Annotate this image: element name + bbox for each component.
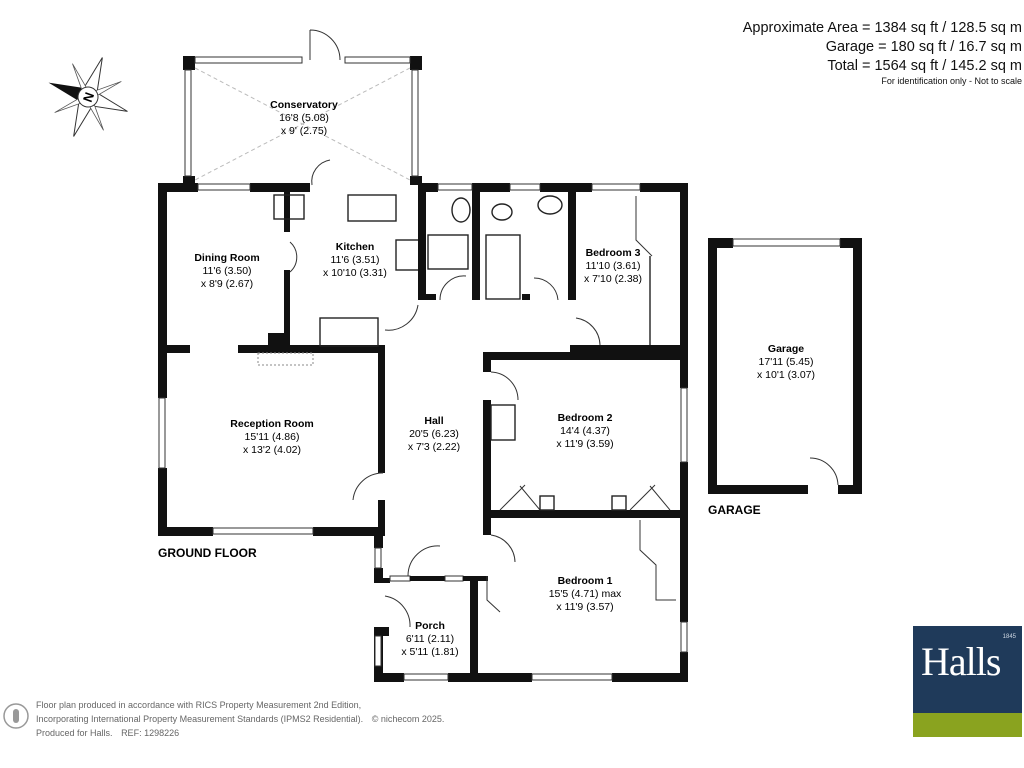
porch-name: Porch bbox=[415, 620, 445, 632]
bedroom3-dim-2: x 7'10 (2.38) bbox=[584, 273, 642, 285]
footer-copyright: © nichecom 2025. bbox=[371, 714, 445, 724]
garage-dim-1: 17'11 (5.45) bbox=[759, 356, 814, 368]
approximate-area: Approximate Area = 1384 sq ft / 128.5 sq… bbox=[742, 20, 1022, 36]
reception-name: Reception Room bbox=[230, 418, 313, 430]
footer-ref: REF: 1298226 bbox=[121, 728, 180, 738]
garage-area: Garage = 180 sq ft / 16.7 sq m bbox=[825, 39, 1022, 55]
reception-dim-2: x 13'2 (4.02) bbox=[243, 444, 301, 456]
hall-dim-2: x 7'3 (2.22) bbox=[408, 441, 460, 453]
bedroom1-dim-2: x 11'9 (3.57) bbox=[556, 601, 613, 613]
halls-logo-year: 1845 bbox=[1002, 634, 1016, 640]
garage-floor-label: GARAGE bbox=[708, 503, 761, 517]
dining-name: Dining Room bbox=[194, 252, 259, 264]
ground-floor-label: GROUND FLOOR bbox=[158, 546, 257, 560]
total-area: Total = 1564 sq ft / 145.2 sq m bbox=[827, 58, 1022, 74]
scale-note: For identification only - Not to scale bbox=[881, 76, 1022, 86]
kitchen-dim-1: 11'6 (3.51) bbox=[330, 254, 379, 266]
bedroom3-dim-1: 11'10 (3.61) bbox=[586, 260, 641, 272]
footer-line-1: Floor plan produced in accordance with R… bbox=[36, 700, 362, 710]
garage-dim-2: x 10'1 (3.07) bbox=[757, 369, 815, 381]
main-walls bbox=[158, 183, 688, 682]
kitchen-name: Kitchen bbox=[336, 241, 375, 253]
reception-dim-1: 15'11 (4.86) bbox=[245, 431, 300, 443]
halls-logo-panel: 1845 Halls bbox=[913, 626, 1022, 713]
halls-logo-accent-bar bbox=[913, 713, 1022, 737]
nichecom-badge-icon bbox=[3, 703, 29, 729]
dining-dim-2: x 8'9 (2.67) bbox=[201, 278, 253, 290]
bedroom2-dim-1: 14'4 (4.37) bbox=[560, 425, 610, 437]
halls-logo-wordmark: Halls bbox=[921, 639, 1001, 684]
conservatory-walls bbox=[183, 29, 422, 185]
bedroom3-name: Bedroom 3 bbox=[586, 247, 641, 259]
footer-line-3-row: Produced for Halls. REF: 1298226 bbox=[36, 726, 444, 740]
hall-name: Hall bbox=[424, 415, 443, 427]
bedroom1-name: Bedroom 1 bbox=[558, 575, 613, 587]
garage-walls bbox=[708, 238, 862, 494]
footer-text: Floor plan produced in accordance with R… bbox=[36, 698, 444, 740]
kitchen-dim-2: x 10'10 (3.31) bbox=[323, 267, 387, 279]
conservatory-name: Conservatory bbox=[270, 99, 338, 111]
footer-line-3: Produced for Halls. bbox=[36, 728, 113, 738]
conservatory-dim-2: x 9' (2.75) bbox=[281, 125, 327, 137]
internal-walls bbox=[158, 159, 680, 628]
bedroom2-dim-2: x 11'9 (3.59) bbox=[556, 438, 613, 450]
conservatory-dim-1: 16'8 (5.08) bbox=[279, 112, 329, 124]
footer-line-2: Incorporating International Property Mea… bbox=[36, 714, 364, 724]
halls-logo: 1845 Halls bbox=[913, 626, 1022, 737]
bedroom2-name: Bedroom 2 bbox=[558, 412, 613, 424]
porch-dim-2: x 5'11 (1.81) bbox=[401, 646, 458, 658]
footer-line-2-row: Incorporating International Property Mea… bbox=[36, 712, 444, 726]
hall-dim-1: 20'5 (6.23) bbox=[409, 428, 459, 440]
garage-name: Garage bbox=[768, 343, 804, 355]
compass-rose-icon bbox=[48, 57, 128, 137]
porch-dim-1: 6'11 (2.11) bbox=[406, 633, 454, 645]
dining-dim-1: 11'6 (3.50) bbox=[202, 265, 251, 277]
bedroom1-dim-1: 15'5 (4.71) max bbox=[549, 588, 622, 600]
